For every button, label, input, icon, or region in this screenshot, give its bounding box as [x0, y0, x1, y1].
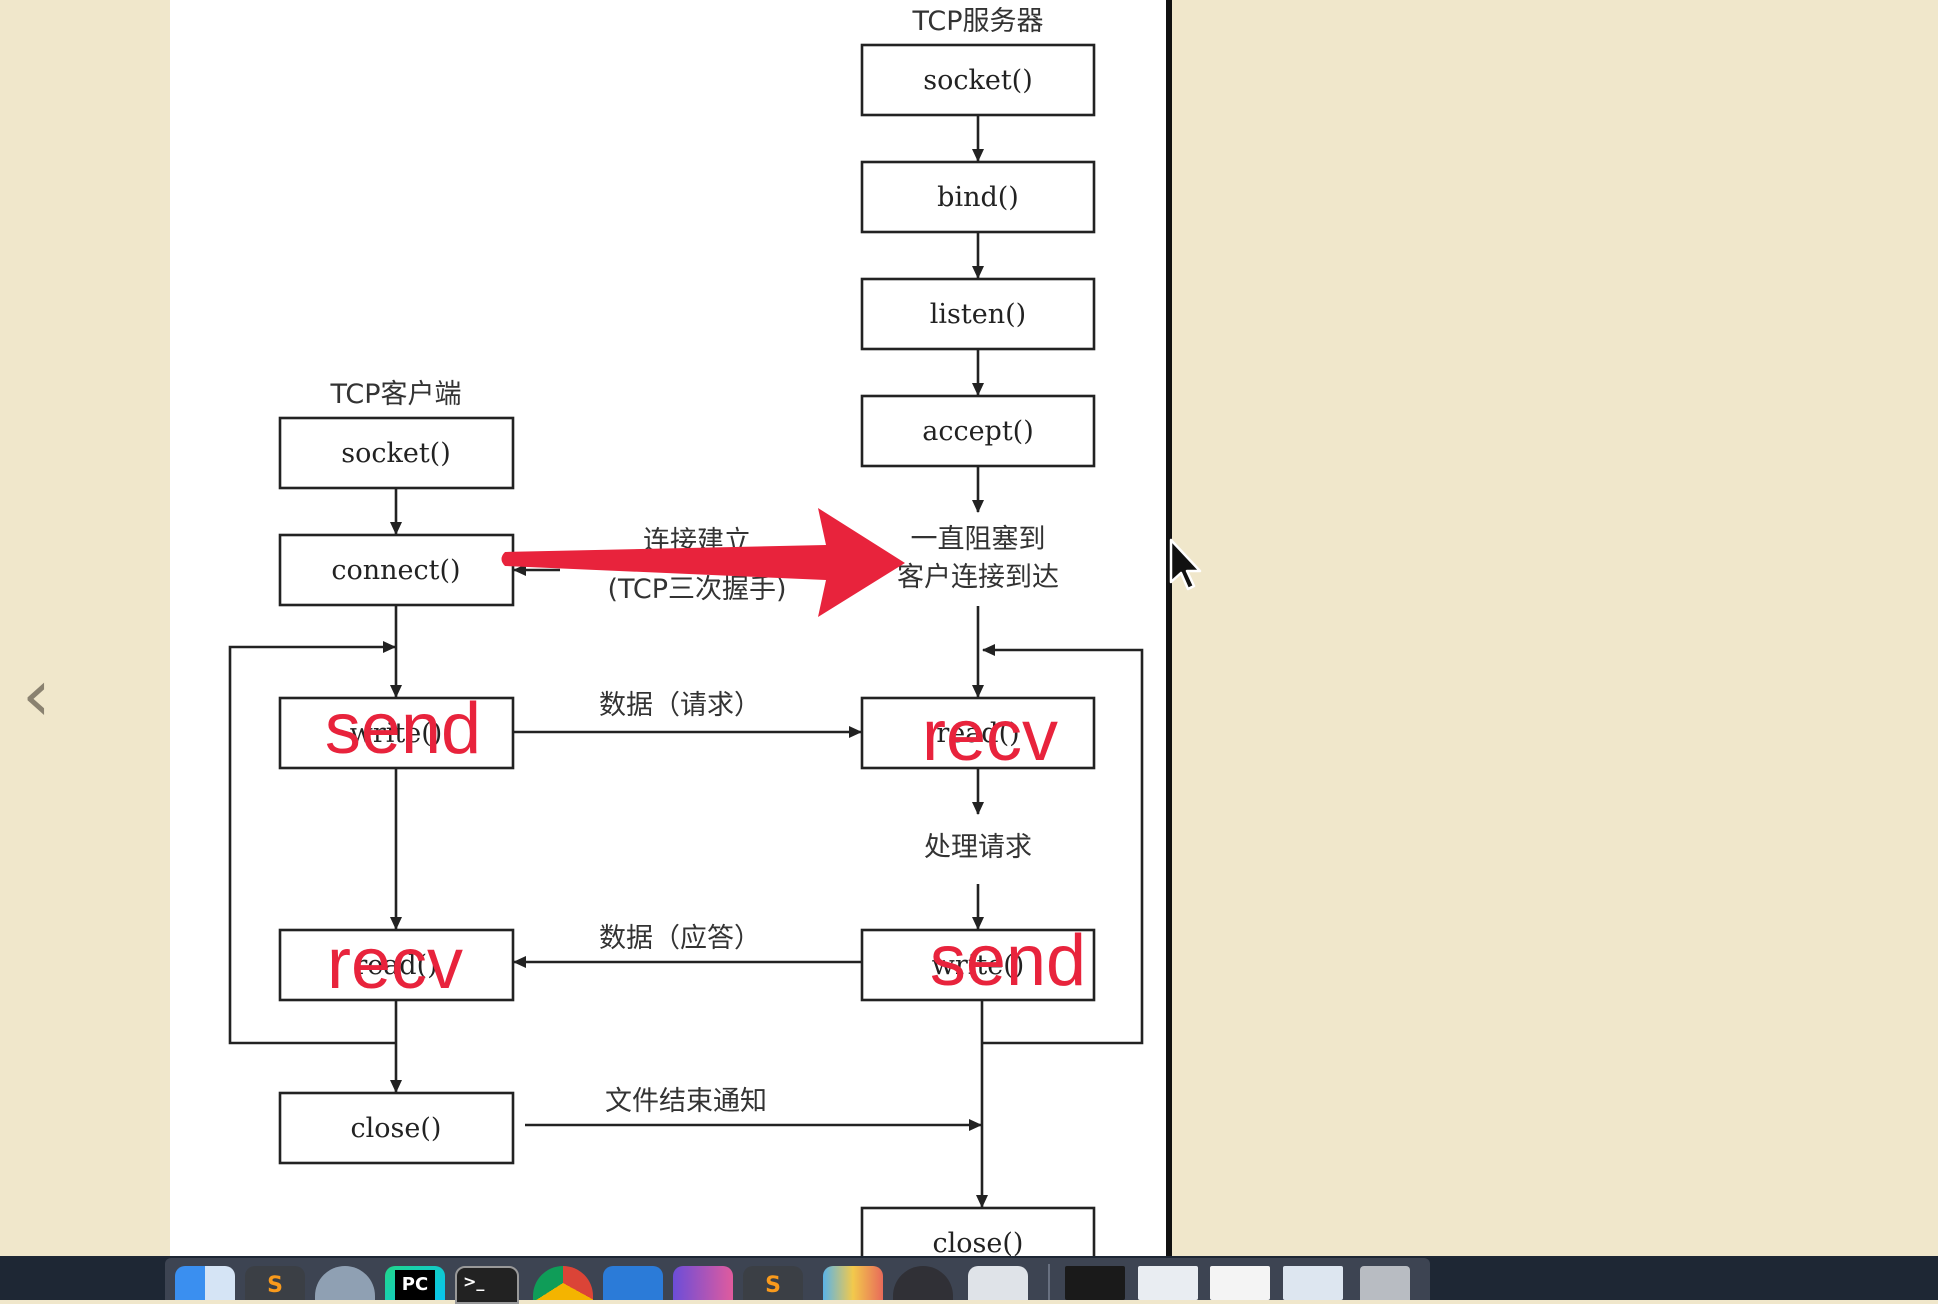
app-icon[interactable] [603, 1266, 663, 1300]
window-thumbnail[interactable] [1065, 1266, 1125, 1300]
finder-icon[interactable] [175, 1266, 235, 1300]
server-close-label: close() [933, 1228, 1024, 1256]
server-bind-node: bind() [860, 160, 1096, 234]
client-connect-label: connect() [331, 555, 460, 586]
client-write-node: write() [278, 696, 515, 770]
client-connect-node: connect() [278, 533, 515, 607]
server-bind-label: bind() [937, 182, 1019, 213]
app-icon[interactable] [673, 1266, 733, 1300]
block-label-line2: 客户连接到达 [897, 562, 1059, 593]
trash-icon[interactable] [1360, 1266, 1410, 1300]
server-socket-label: socket() [923, 65, 1033, 96]
server-listen-label: listen() [930, 299, 1026, 330]
connect-label-line2: (TCP三次握手) [607, 574, 786, 605]
document-page: TCP服务器 socket() bind() listen() accept()… [170, 0, 1166, 1256]
window-thumbnail[interactable] [1283, 1266, 1343, 1300]
terminal-icon[interactable]: >_ [455, 1266, 519, 1304]
client-send-annotation: send [325, 689, 481, 769]
pycharm-icon[interactable]: PC [385, 1266, 445, 1300]
reply-label: 数据（应答） [599, 923, 761, 954]
server-send-annotation: send [930, 921, 1086, 1001]
client-socket-label: socket() [341, 438, 451, 469]
server-write-node: write() [860, 928, 1096, 1002]
chevron-left-icon[interactable]: ‹ [22, 653, 51, 737]
server-read-label: read() [936, 718, 1019, 749]
sublime-icon[interactable]: S [245, 1266, 305, 1300]
server-accept-node: accept() [860, 394, 1096, 468]
server-recv-annotation: recv [922, 696, 1058, 776]
eof-label: 文件结束通知 [605, 1086, 767, 1117]
client-title: TCP客户端 [329, 379, 461, 410]
server-title: TCP服务器 [911, 6, 1043, 37]
mouse-cursor-icon [1169, 538, 1202, 591]
preview-icon[interactable] [968, 1266, 1028, 1300]
server-accept-label: accept() [922, 416, 1034, 447]
sublime-icon[interactable]: S [743, 1266, 803, 1300]
annotation-arrow [501, 508, 905, 617]
server-write-label: write() [932, 950, 1025, 981]
client-close-node: close() [278, 1091, 515, 1165]
server-close-node: close() [860, 1206, 1096, 1256]
client-write-label: write() [350, 718, 443, 749]
process-label: 处理请求 [924, 832, 1032, 863]
tcp-flow-diagram: TCP服务器 socket() bind() listen() accept()… [228, 6, 1144, 1256]
window-thumbnail[interactable] [1210, 1266, 1270, 1300]
client-socket-node: socket() [278, 416, 515, 490]
client-read-label: read() [354, 950, 437, 981]
server-listen-node: listen() [860, 277, 1096, 351]
server-socket-node: socket() [860, 43, 1096, 117]
dock-separator [1048, 1264, 1050, 1300]
client-close-label: close() [351, 1113, 442, 1144]
block-label-line1: 一直阻塞到 [911, 524, 1046, 555]
client-recv-annotation: recv [327, 924, 463, 1004]
client-read-node: read() [278, 928, 515, 1002]
window-thumbnail[interactable] [1138, 1266, 1198, 1300]
request-label: 数据（请求） [599, 690, 761, 721]
page-edge [1166, 0, 1172, 1256]
server-read-node: read() [860, 696, 1096, 770]
app-icon[interactable] [823, 1266, 883, 1300]
